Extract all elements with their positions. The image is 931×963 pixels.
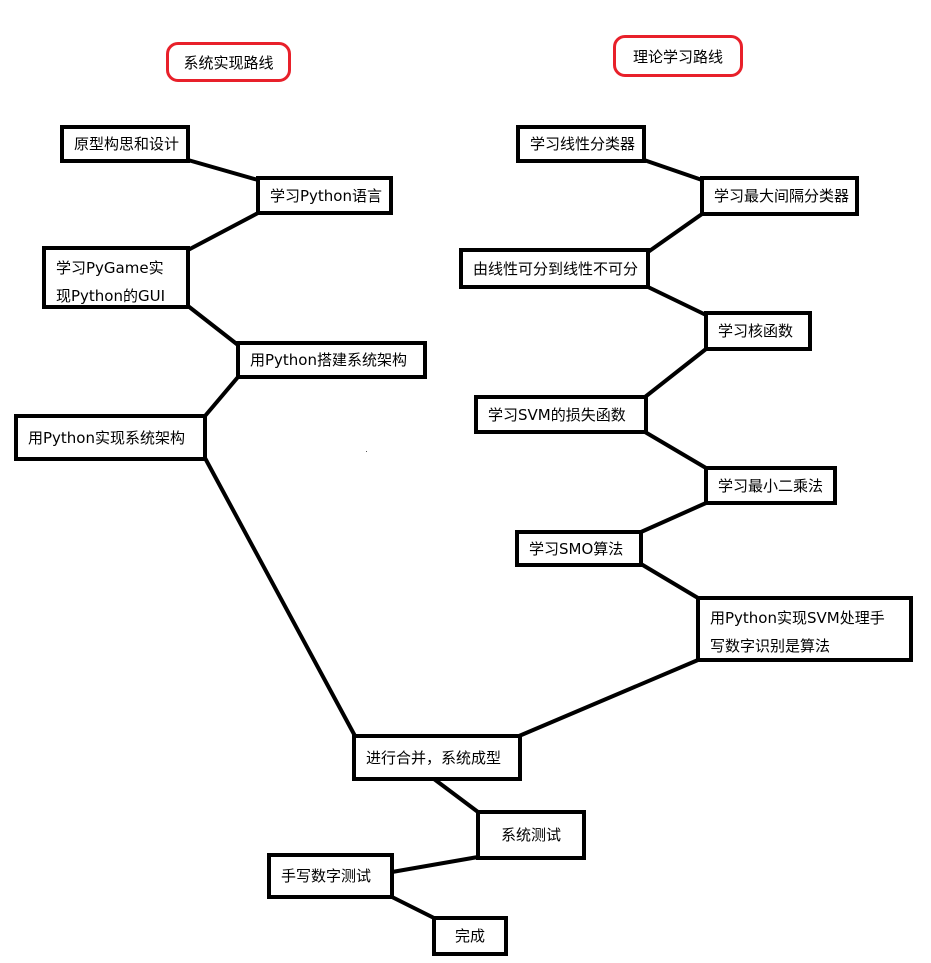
edge-build-impl	[203, 375, 240, 418]
edge-linear-maxmargin	[642, 158, 704, 182]
edge-systest-hwtest	[390, 855, 480, 874]
edge-nonlinear-kernel	[646, 285, 708, 317]
edge-svmpython-merge	[517, 658, 700, 738]
node-prototype: 原型构思和设计	[60, 125, 190, 163]
stray-dot	[366, 451, 367, 452]
node-linear-to-nonlinear: 由线性可分到线性不可分	[459, 248, 650, 289]
title-theory-route: 理论学习路线	[613, 35, 743, 77]
node-build-arch: 用Python搭建系统架构	[236, 341, 427, 379]
node-svm-python: 用Python实现SVM处理手写数字识别是算法	[696, 596, 913, 662]
node-least-squares: 学习最小二乘法	[704, 466, 837, 505]
edge-maxmargin-nonlinear	[646, 212, 704, 254]
node-kernel: 学习核函数	[704, 311, 812, 351]
edge-prototype-python	[186, 158, 260, 182]
node-max-margin: 学习最大间隔分类器	[700, 176, 859, 216]
node-done: 完成	[432, 916, 508, 956]
node-system-test: 系统测试	[476, 810, 586, 860]
node-learn-python: 学习Python语言	[256, 176, 393, 215]
edge-leastsq-smo	[639, 501, 708, 534]
edge-hwtest-done	[390, 895, 436, 920]
edge-kernel-svmloss	[643, 347, 708, 399]
title-system-route: 系统实现路线	[166, 42, 291, 82]
edge-smo-svmpython	[639, 562, 700, 600]
node-handwriting-test: 手写数字测试	[267, 853, 394, 899]
node-merge: 进行合并，系统成型	[352, 734, 522, 781]
node-impl-arch: 用Python实现系统架构	[14, 414, 207, 461]
node-pygame-gui: 学习PyGame实现Python的GUI	[42, 246, 190, 309]
edge-svmloss-leastsq	[643, 430, 708, 470]
edge-python-pygame	[186, 211, 260, 252]
node-svm-loss: 学习SVM的损失函数	[474, 395, 648, 434]
node-linear-classifier: 学习线性分类器	[516, 125, 646, 163]
node-smo: 学习SMO算法	[515, 530, 643, 567]
edge-pygame-build	[186, 304, 240, 347]
edge-impl-merge	[203, 456, 357, 738]
edge-merge-systest	[432, 777, 480, 814]
